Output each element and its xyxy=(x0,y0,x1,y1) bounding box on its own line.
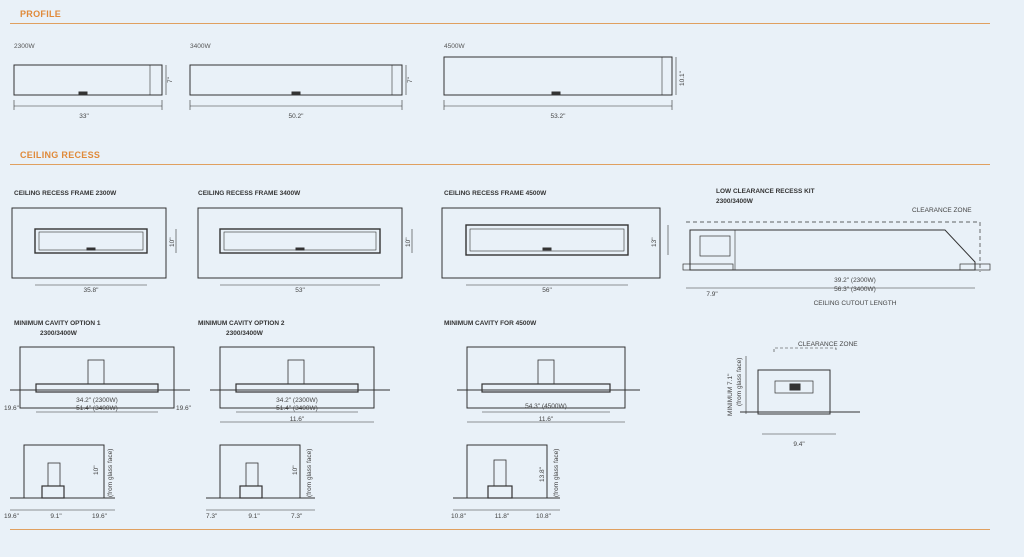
low-clearance-title: LOW CLEARANCE RECESS KIT xyxy=(716,188,815,195)
cavity-subtitle-1: 2300/3400W xyxy=(40,330,77,337)
profile-height-4500: 10.1" xyxy=(679,70,686,86)
cavity-title-1: MINIMUM CAVITY OPTION 1 xyxy=(14,320,101,327)
profile-height-2300: 7" xyxy=(167,76,174,83)
profile-width-2300: 33" xyxy=(79,113,89,120)
profile-heater-4500 xyxy=(443,56,677,110)
low-clearance-subtitle: 2300/3400W xyxy=(716,198,753,205)
cavity3-total: 11.6" xyxy=(539,416,554,423)
detail-note: (from glass face) xyxy=(736,358,743,406)
cavity1-dim-a: 34.2" (2300W) xyxy=(76,397,118,404)
frame-height-3400: 10" xyxy=(405,237,412,247)
cavity2-dim-b: 51.4" (3400W) xyxy=(276,405,318,412)
side2-note: (from glass face) xyxy=(306,449,313,497)
divider xyxy=(10,529,990,530)
minimum-clearance-detail xyxy=(740,347,860,435)
side2-left: 7.3" xyxy=(206,513,218,520)
side1-left: 19.6" xyxy=(4,513,20,520)
recess-frame-3400 xyxy=(197,207,413,286)
profile-height-3400: 7" xyxy=(407,76,414,83)
cavity-option-1 xyxy=(10,346,190,413)
recess-frame-2300 xyxy=(11,207,177,286)
side1-height: 10" xyxy=(93,465,100,475)
side3-mid: 11.8" xyxy=(495,513,510,520)
cavity-subtitle-2: 2300/3400W xyxy=(226,330,263,337)
side1-right: 19.6" xyxy=(92,513,108,520)
cavity-title-2: MINIMUM CAVITY OPTION 2 xyxy=(198,320,285,327)
side1-mid: 9.1" xyxy=(50,513,62,520)
cavity2-dim-a: 34.2" (2300W) xyxy=(276,397,318,404)
side2-height: 10" xyxy=(292,465,299,475)
side2-right: 7.3" xyxy=(291,513,303,520)
profile-width-3400: 50.2" xyxy=(289,113,305,120)
profile-width-4500: 53.2" xyxy=(551,113,567,120)
side3-height: 13.8" xyxy=(539,466,546,482)
cavity-option-2 xyxy=(210,346,390,423)
frame-height-4500: 13" xyxy=(651,237,658,247)
side1-note: (from glass face) xyxy=(107,449,114,497)
frame-title-3400: CEILING RECESS FRAME 3400W xyxy=(198,190,301,197)
detail-minimum: MINIMUM 7.1" xyxy=(727,373,734,416)
cavity2-total: 11.6" xyxy=(290,416,305,423)
side-view-1 xyxy=(10,444,115,511)
cavity1-dim-b: 51.4" (3400W) xyxy=(76,405,118,412)
cavity1-right: 19.6" xyxy=(176,405,192,412)
low-clearance-kit xyxy=(682,221,991,289)
cavity3-dim-a: 54.3" (4500W) xyxy=(525,403,567,410)
cutout-dim-3400: 56.3" (3400W) xyxy=(834,286,876,293)
cavity-title-3: MINIMUM CAVITY FOR 4500W xyxy=(444,320,537,327)
cavity-4500 xyxy=(457,346,640,423)
section-title-ceiling-recess: CEILING RECESS xyxy=(20,150,101,160)
frame-title-2300: CEILING RECESS FRAME 2300W xyxy=(14,190,117,197)
side3-left: 10.8" xyxy=(451,513,467,520)
divider xyxy=(10,164,990,165)
cutout-label: CEILING CUTOUT LENGTH xyxy=(814,300,897,307)
offset-dim: 7.9" xyxy=(706,291,718,298)
frame-width-4500: 56" xyxy=(542,287,552,294)
recess-frame-4500 xyxy=(441,207,669,286)
side2-mid: 9.1" xyxy=(248,513,260,520)
detail-width: 9.4" xyxy=(793,441,805,448)
detail-clearance-zone: CLEARANCE ZONE xyxy=(798,341,858,348)
side-view-2 xyxy=(206,444,315,511)
section-title-profile: PROFILE xyxy=(20,9,62,19)
frame-width-2300: 35.8" xyxy=(84,287,100,294)
frame-width-3400: 53" xyxy=(295,287,305,294)
profile-heater-2300 xyxy=(13,64,167,110)
frame-title-4500: CEILING RECESS FRAME 4500W xyxy=(444,190,547,197)
divider xyxy=(10,23,990,24)
side-view-3 xyxy=(453,444,560,511)
side3-right: 10.8" xyxy=(536,513,552,520)
clearance-zone-label: CLEARANCE ZONE xyxy=(912,207,972,214)
profile-label-4500: 4500W xyxy=(444,43,465,50)
cavity1-left: 19.6" xyxy=(4,405,20,412)
profile-label-2300: 2300W xyxy=(14,43,35,50)
cutout-dim-2300: 39.2" (2300W) xyxy=(834,277,876,284)
frame-height-2300: 10" xyxy=(169,237,176,247)
profile-heater-3400 xyxy=(189,64,407,110)
profile-label-3400: 3400W xyxy=(190,43,211,50)
side3-note: (from glass face) xyxy=(553,449,560,497)
